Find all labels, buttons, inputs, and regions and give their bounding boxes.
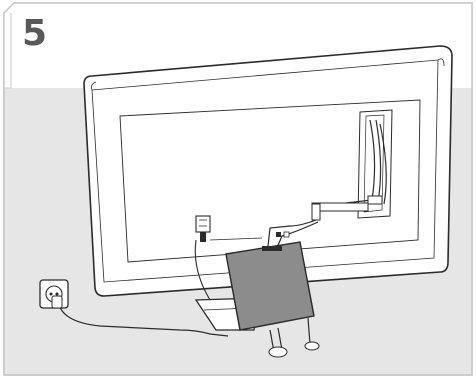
cable-clip-icon [368, 196, 382, 204]
connect-box-icon [226, 242, 314, 330]
step-number: 5 [22, 16, 47, 52]
wall-socket-icon [40, 280, 68, 308]
